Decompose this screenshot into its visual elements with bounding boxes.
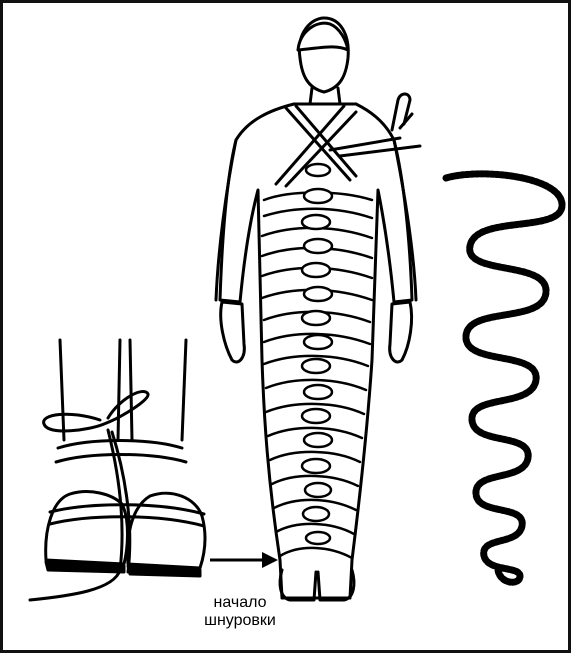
figure-right-hand xyxy=(390,302,412,362)
caption-line-1: начало xyxy=(170,594,310,612)
figure-left-hand xyxy=(221,302,245,362)
coiled-rope xyxy=(446,174,562,582)
start-arrow xyxy=(210,552,278,568)
leg-lines xyxy=(60,340,186,440)
boot-closeup xyxy=(30,340,205,600)
caption-line-2: шнуровки xyxy=(170,612,310,630)
left-shoe xyxy=(46,492,128,564)
lacing-start-caption: начало шнуровки xyxy=(170,594,310,630)
